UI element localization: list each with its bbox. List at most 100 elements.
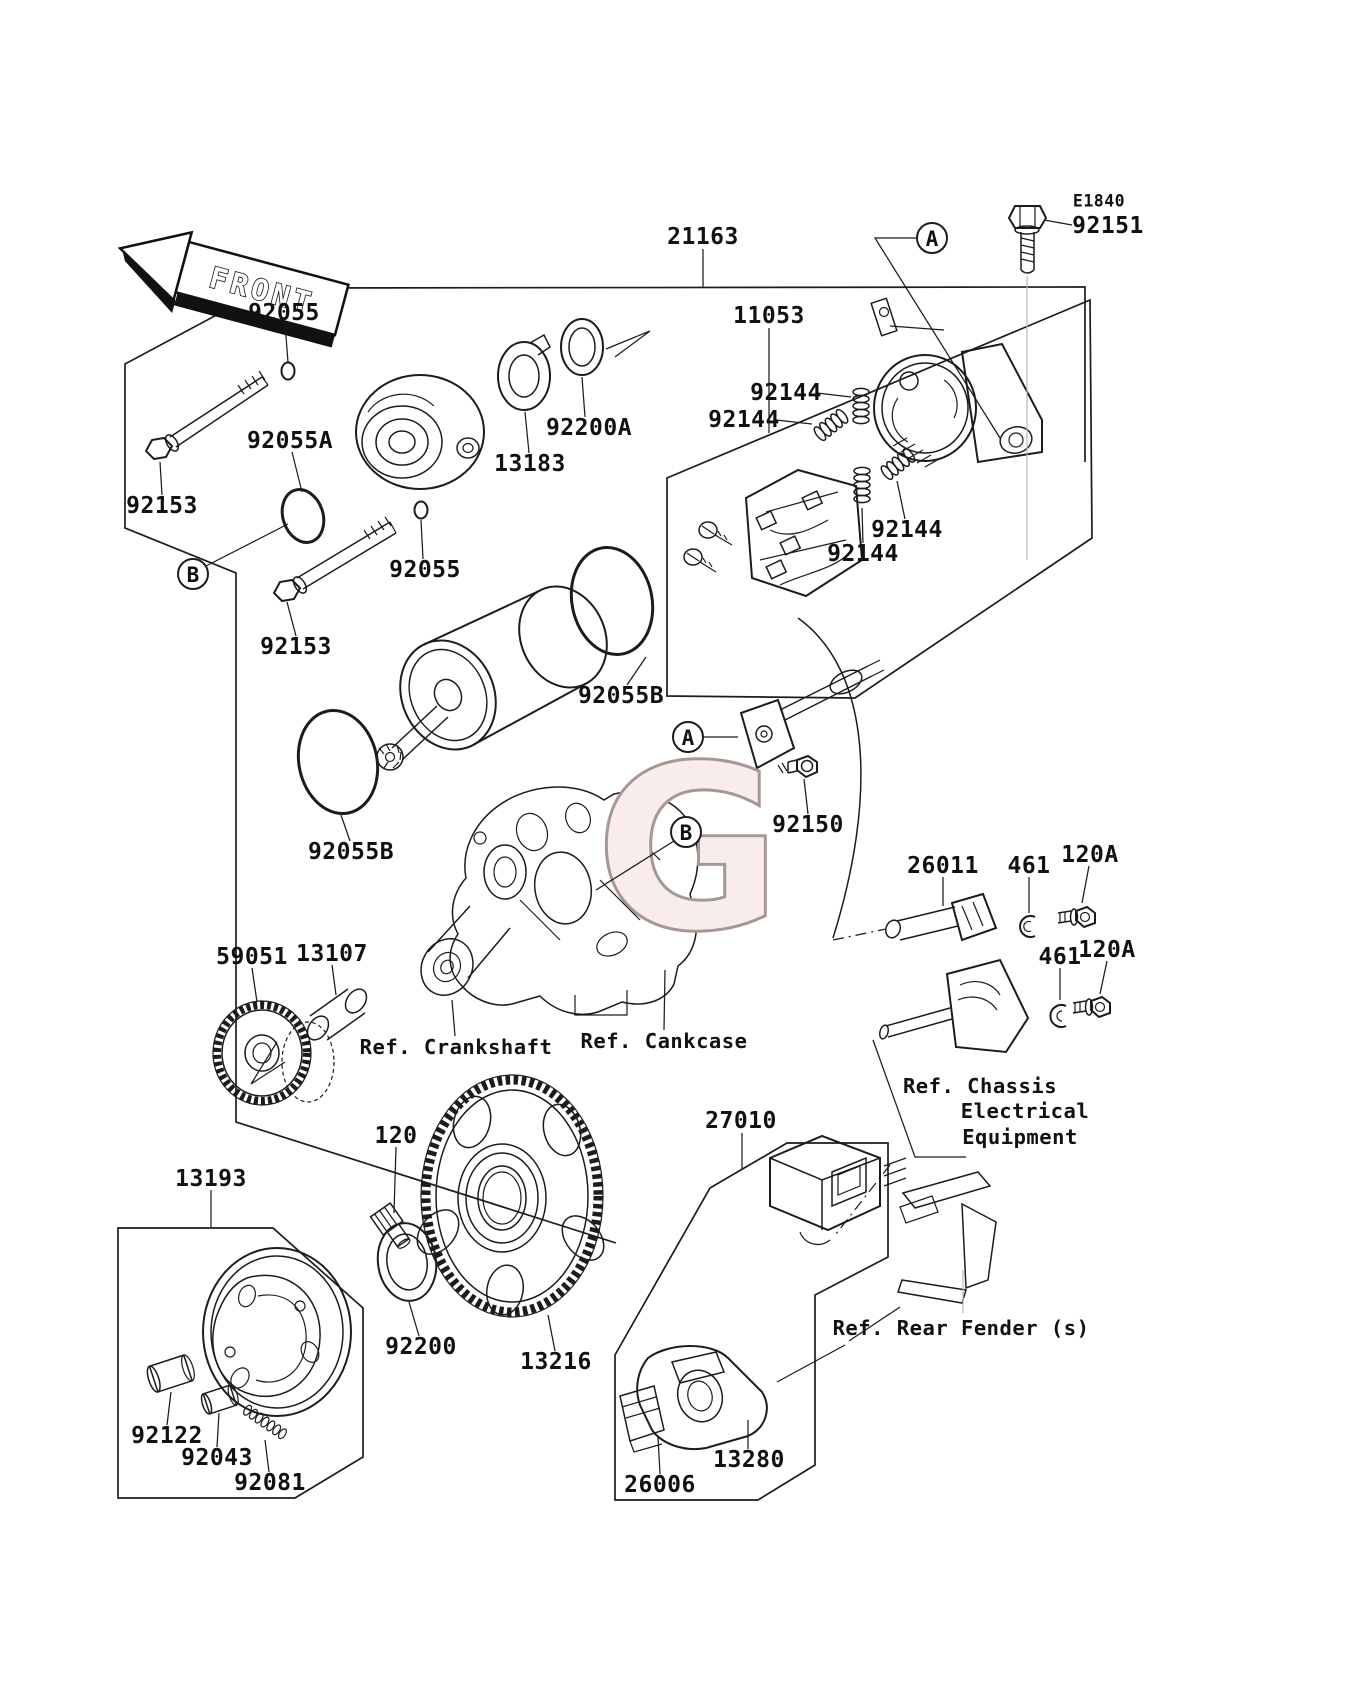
callout-letter: B [187, 563, 200, 587]
part-label-13183: 13183 [494, 451, 566, 477]
callout-letter: B [680, 821, 693, 845]
callout-a: A [916, 222, 948, 254]
part-label-92144: 92144 [708, 407, 780, 433]
part-label-equipment: Equipment [962, 1125, 1078, 1149]
cable-26011 [884, 892, 998, 942]
part-label-461: 461 [1007, 853, 1050, 879]
part-label-13216: 13216 [520, 1349, 592, 1375]
callout-b: B [670, 816, 702, 848]
part-label-92144: 92144 [871, 517, 943, 543]
part-label-13107: 13107 [296, 941, 368, 967]
part-label-120: 120 [374, 1123, 417, 1149]
part-label-92151: 92151 [1072, 213, 1144, 239]
part-label-92055: 92055 [389, 557, 461, 583]
part-label-ref-cankcase: Ref. Cankcase [581, 1029, 748, 1053]
watermark-letter: G [595, 716, 782, 982]
part-label-electrical: Electrical [961, 1099, 1089, 1123]
callout-circle [672, 721, 704, 753]
motor-assembly-box [124, 286, 1086, 1244]
bolt-120 [369, 1202, 411, 1249]
callout-letter: A [926, 227, 939, 251]
part-label-59051: 59051 [216, 944, 288, 970]
leader-lines [159, 219, 1108, 1475]
callout-circle [177, 558, 209, 590]
idle-gear-59051 [212, 1000, 335, 1106]
part-label-27010: 27010 [705, 1108, 777, 1134]
callout-b: B [177, 558, 209, 590]
bolt-120A-lower [1072, 995, 1111, 1019]
bolt-92153-lower [272, 516, 397, 603]
starter-cable-terminal [739, 659, 885, 770]
part-label-13280: 13280 [713, 1447, 785, 1473]
part-label-92055: 92055 [248, 300, 320, 326]
oring-92055-upper [280, 361, 296, 381]
part-label-92055b: 92055B [308, 839, 394, 865]
end-cap-11053 [870, 297, 1043, 468]
part-label-ref-chassis: Ref. Chassis [903, 1074, 1057, 1098]
crankcase [420, 786, 699, 1016]
callouts-layer: A B A B [177, 222, 948, 848]
brush-holder-plate [683, 468, 864, 598]
front-arrow: FRONT [117, 230, 350, 348]
callout-circle [916, 222, 948, 254]
part-label-e1840: E1840 [1073, 192, 1125, 211]
bracket-13280 [897, 1171, 997, 1304]
armature-motor [376, 585, 608, 771]
part-label-11053: 11053 [733, 303, 805, 329]
part-label-92144: 92144 [750, 380, 822, 406]
washer-92200A [560, 318, 604, 376]
switch-26006-group [619, 1345, 768, 1453]
part-label-ref-crankshaft: Ref. Crankshaft [360, 1035, 553, 1059]
assembly-boxes [117, 286, 1093, 1501]
front-arrow-head-shadow [122, 248, 176, 314]
oring-92055A [280, 488, 326, 544]
callout-circle [670, 816, 702, 848]
part-label-120a: 120A [1078, 937, 1135, 963]
part-label-ref-rear-fender-s: Ref. Rear Fender (s) [833, 1316, 1090, 1340]
part-label-92122: 92122 [131, 1423, 203, 1449]
part-label-92055b: 92055B [578, 683, 664, 709]
brush-holder-box [666, 298, 1093, 699]
oring-92055B-right [569, 546, 655, 656]
front-arrow-shadow [174, 292, 335, 348]
part-label-92150: 92150 [772, 812, 844, 838]
clutch-box [117, 1227, 364, 1499]
part-label-92153: 92153 [126, 493, 198, 519]
part-label-13193: 13193 [175, 1166, 247, 1192]
roller-92122 [146, 1354, 195, 1393]
part-label-26011: 26011 [907, 853, 979, 879]
callout-letter: A [682, 726, 695, 750]
bolt-92151 [1007, 205, 1048, 274]
starter-clutch-gear-13216 [416, 1074, 605, 1318]
part-label-461: 461 [1038, 944, 1081, 970]
front-bracket-21163 [355, 374, 485, 490]
direction-arrows [250, 330, 651, 1085]
part-label-92200: 92200 [385, 1334, 457, 1360]
pin-92043 [200, 1384, 239, 1415]
starter-relay-27010 [769, 1134, 907, 1246]
bolt-92150 [777, 754, 818, 779]
part-label-92144: 92144 [827, 541, 899, 567]
part-label-92043: 92043 [181, 1445, 253, 1471]
part-label-92081: 92081 [234, 1470, 306, 1496]
part-label-92055a: 92055A [247, 428, 333, 454]
one-way-clutch-13193 [202, 1247, 352, 1417]
front-arrow-head [117, 230, 194, 303]
bolt-120A-upper [1057, 905, 1096, 929]
sleeve-13107 [306, 988, 368, 1041]
part-label-92200a: 92200A [546, 415, 632, 441]
boot-cover-lower [878, 958, 1030, 1054]
clamp-461-lower [1049, 1004, 1067, 1028]
washer-13183 [497, 333, 551, 411]
clamp-461-upper [1019, 915, 1036, 938]
part-label-21163: 21163 [667, 224, 739, 250]
part-label-120a: 120A [1061, 842, 1118, 868]
oring-92055-lower [413, 500, 429, 520]
washer-92200 [376, 1222, 438, 1302]
part-label-92153: 92153 [260, 634, 332, 660]
part-label-26006: 26006 [624, 1472, 696, 1498]
oring-92055B-left [296, 708, 380, 816]
